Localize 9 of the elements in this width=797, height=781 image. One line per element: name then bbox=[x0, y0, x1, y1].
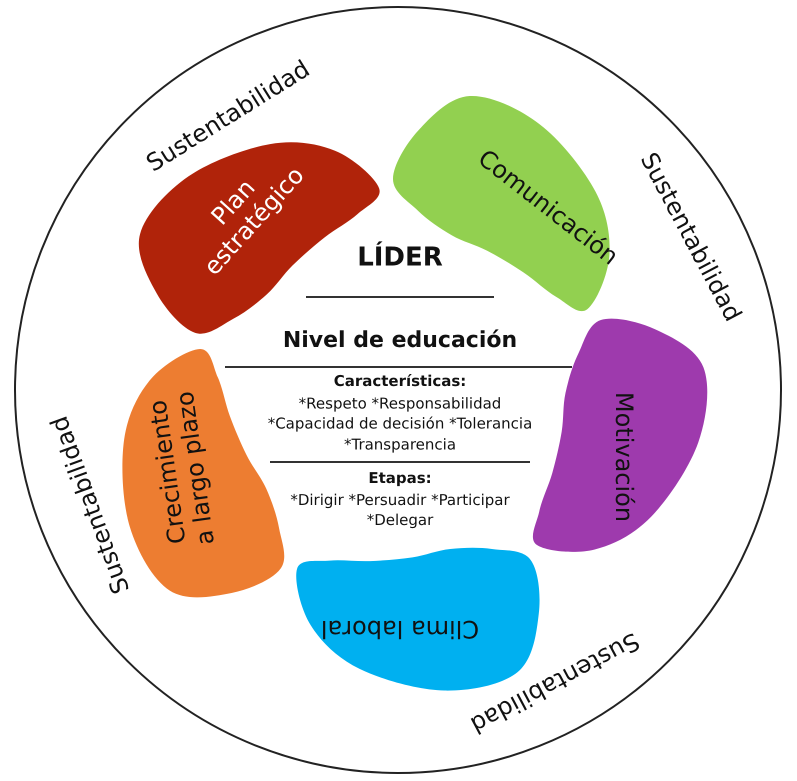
section-heading: Etapas: bbox=[367, 468, 433, 488]
petal-label: Motivación bbox=[608, 391, 636, 524]
body-text: *Dirigir *Persuadir *Participar *Delegar bbox=[289, 490, 511, 530]
section-heading: LÍDER bbox=[356, 240, 444, 274]
petal-label: Crecimiento a largo plazo bbox=[143, 388, 220, 549]
outer-ring bbox=[14, 6, 782, 774]
section-heading: Nivel de educación bbox=[282, 327, 518, 356]
body-text: *Respeto *Responsabilidad *Capacidad de decisión *Tolerancia *Transparencia bbox=[266, 394, 534, 454]
section-heading: Características: bbox=[332, 370, 468, 392]
